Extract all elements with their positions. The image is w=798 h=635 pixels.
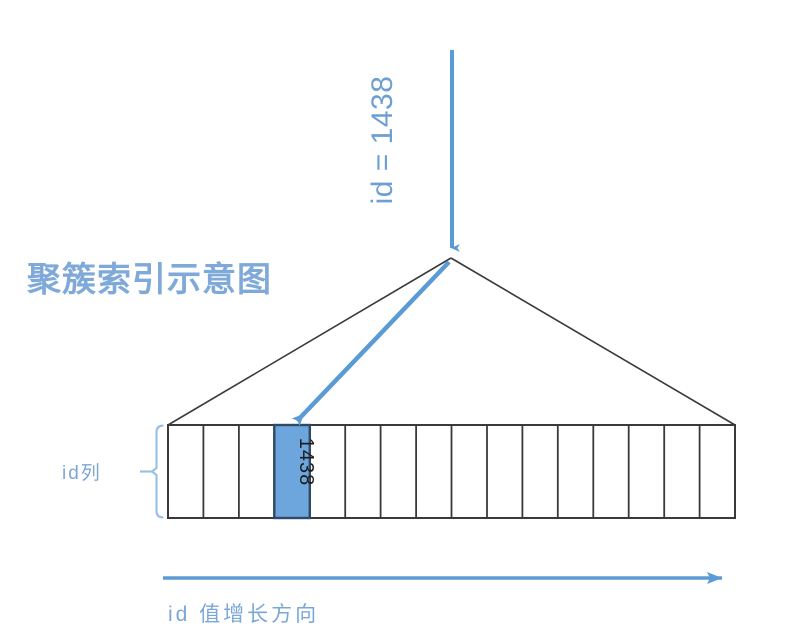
index-fan-lines <box>167 257 736 426</box>
highlighted-id-cell[interactable] <box>273 423 311 520</box>
fan-line-right <box>450 257 736 426</box>
table-cell-dividers <box>202 425 701 518</box>
lookup-arrow <box>291 260 451 427</box>
fan-line-left <box>167 257 452 426</box>
id-column-brace <box>150 424 164 519</box>
